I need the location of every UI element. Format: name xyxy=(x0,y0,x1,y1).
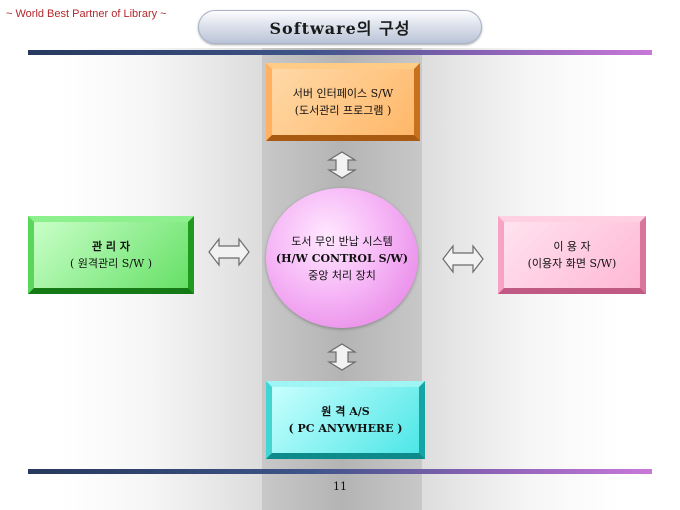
double-arrow-vertical-icon xyxy=(326,343,358,371)
central-system-title: 도서 무인 반납 시스템 xyxy=(291,234,393,248)
remote-support-title: 원 격 A/S xyxy=(321,405,370,418)
administrator-title: 관 리 자 xyxy=(91,240,131,253)
page-number: 11 xyxy=(333,480,347,493)
remote-support-box: 원 격 A/S ( PC ANYWHERE ) xyxy=(266,381,425,459)
central-processing-unit: 도서 무인 반납 시스템 (H/W CONTROL S/W) 중앙 처리 장치 xyxy=(266,188,418,328)
tagline: ~ World Best Partner of Library ~ xyxy=(6,8,167,20)
server-interface-title: 서버 인터페이스 S/W xyxy=(292,87,394,100)
user-box: 이 용 자 (이용자 화면 S/W) xyxy=(498,216,646,294)
title-banner: Software의 구성 xyxy=(198,10,482,44)
double-arrow-horizontal-icon xyxy=(442,244,484,274)
double-arrow-horizontal-icon xyxy=(208,237,250,267)
server-interface-box: 서버 인터페이스 S/W (도서관리 프로그램 ) xyxy=(266,63,420,141)
central-system-subtitle: 중앙 처리 장치 xyxy=(308,268,376,282)
user-title: 이 용 자 xyxy=(553,240,591,253)
user-subtitle: (이용자 화면 S/W) xyxy=(527,257,617,270)
page-title: Software의 구성 xyxy=(269,19,411,38)
administrator-subtitle: ( 원격관리 S/W ) xyxy=(69,257,153,270)
top-divider xyxy=(28,50,652,55)
administrator-box: 관 리 자 ( 원격관리 S/W ) xyxy=(28,216,194,294)
double-arrow-vertical-icon xyxy=(326,151,358,179)
server-interface-subtitle: (도서관리 프로그램 ) xyxy=(294,104,392,117)
bottom-divider xyxy=(28,469,652,474)
central-system-software: (H/W CONTROL S/W) xyxy=(275,251,409,265)
remote-support-subtitle: ( PC ANYWHERE ) xyxy=(288,422,403,435)
